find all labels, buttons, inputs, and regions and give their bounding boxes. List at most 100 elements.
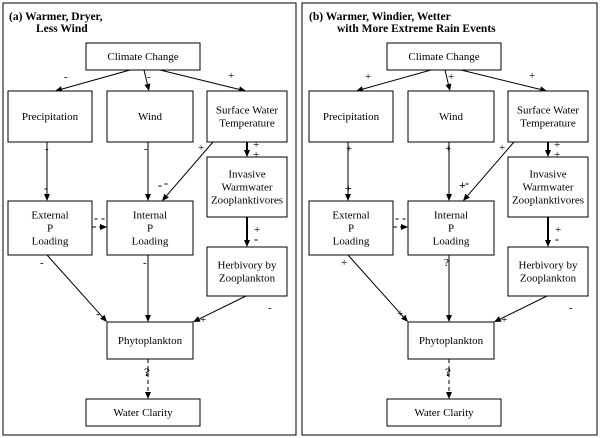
node-label-line: Zooplankton [219,273,276,285]
arrowhead [145,194,151,201]
node-climate: Climate Change [386,42,502,71]
sign-herb-phyto-bottom: + [200,314,206,326]
node-label-line: Wind [439,111,463,123]
node-wind: Wind [106,90,194,143]
node-clarity: Water Clarity [386,398,502,427]
node-label-line: Invasive [228,169,265,181]
node-label-line: Climate Change [107,51,178,63]
arrowhead [244,150,250,157]
node-box [206,156,288,218]
edge-inv-to-herb [545,217,551,247]
edge-ext-to-int [92,224,107,230]
node-label-line: Invasive [529,169,566,181]
node-box [7,90,93,143]
node-box [7,200,93,256]
node-wind: Wind [407,90,495,143]
sign-climate-swt: + [529,70,535,82]
node-phyto: Phytoplankton [106,321,194,360]
edge-herb-to-phyto [193,295,247,322]
node-box [386,42,502,71]
arrowhead [446,315,452,322]
node-label-line: P [348,223,354,235]
sign-climate-precip: + [365,71,371,83]
node-box [407,321,495,360]
arrowhead [446,392,452,399]
sign-swt-inv-bottom: + [253,149,259,161]
edge-phyto-to-clarity [446,359,452,399]
node-label-line: Loading [132,236,169,248]
node-box [85,398,201,427]
sign-swt-int-top: + [499,142,505,154]
edge-wind-to-int [446,142,452,201]
node-box [85,42,201,71]
sign-inv-herb-bottom: - [555,232,559,246]
edge-precip-to-ext [345,142,351,201]
arrowhead [145,392,151,399]
node-label-line: Herbivory by [519,260,578,272]
sign-wind-int-top: - [144,143,148,155]
sign-precip-ext-bottom: - [44,181,48,195]
node-label-line: Zooplanktivores [512,195,584,207]
node-label-line: Temperature [520,118,576,130]
sign-ext-phyto-top: - [40,257,44,269]
arrowhead [545,240,551,247]
node-label-line: Loading [433,236,470,248]
sign-ext-phyto-bottom: - [96,308,100,320]
node-box [308,200,394,256]
sign-ext-int: - - [94,211,105,225]
arrowhead [193,316,201,322]
node-label-line: External [332,210,369,222]
edge-herb-to-phyto [494,295,548,322]
node-label-line: Phytoplankton [118,335,183,347]
edge-ext-to-int [393,224,408,230]
arrowhead [44,194,50,201]
node-climate: Climate Change [85,42,201,71]
arrowhead [446,194,452,201]
sign-phyto-clarity: ? [144,365,150,379]
node-phyto: Phytoplankton [407,321,495,360]
node-box [507,246,589,297]
node-box [386,398,502,427]
node-label-line: Loading [333,236,370,248]
sign-herb-phyto-top: - [569,302,573,314]
node-label-line: Warmwater [522,182,573,194]
sign-swt-int-bottom: - [465,176,469,190]
sign-ext-phyto-top: + [341,257,347,269]
node-label-line: P [47,223,53,235]
edge-climate-to-wind [143,69,151,91]
node-label-line: Zooplankton [520,273,577,285]
arrowhead [494,316,502,322]
sign-precip-ext-top: - [45,143,49,155]
node-box [206,90,288,143]
edge-swt-to-inv [545,142,551,157]
arrowhead [100,314,107,322]
panel-title-line: with More Extreme Rain Events [337,23,496,35]
sign-int-phyto: ? [444,257,449,269]
node-label-line: Water Clarity [113,407,173,419]
node-label-line: Precipitation [22,111,79,123]
panel-title-line: (a) Warmer, Dryer, [9,11,103,23]
sign-wind-int-top: + [445,143,451,155]
node-box [407,200,495,256]
node-clarity: Water Clarity [85,398,201,427]
edge-int-to-phyto [446,255,452,322]
sign-herb-phyto-bottom: + [501,314,507,326]
sign-precip-ext-top: + [346,143,352,155]
arrowhead [100,224,107,230]
node-label-line: Precipitation [323,111,380,123]
sign-swt-inv-top: + [253,139,259,151]
arrowhead [345,194,351,201]
edge-phyto-to-clarity [145,359,151,399]
node-box [308,90,394,143]
sign-inv-herb-top: + [555,224,561,236]
arrowhead [445,83,452,91]
sign-ext-phyto-bottom: + [397,308,403,320]
